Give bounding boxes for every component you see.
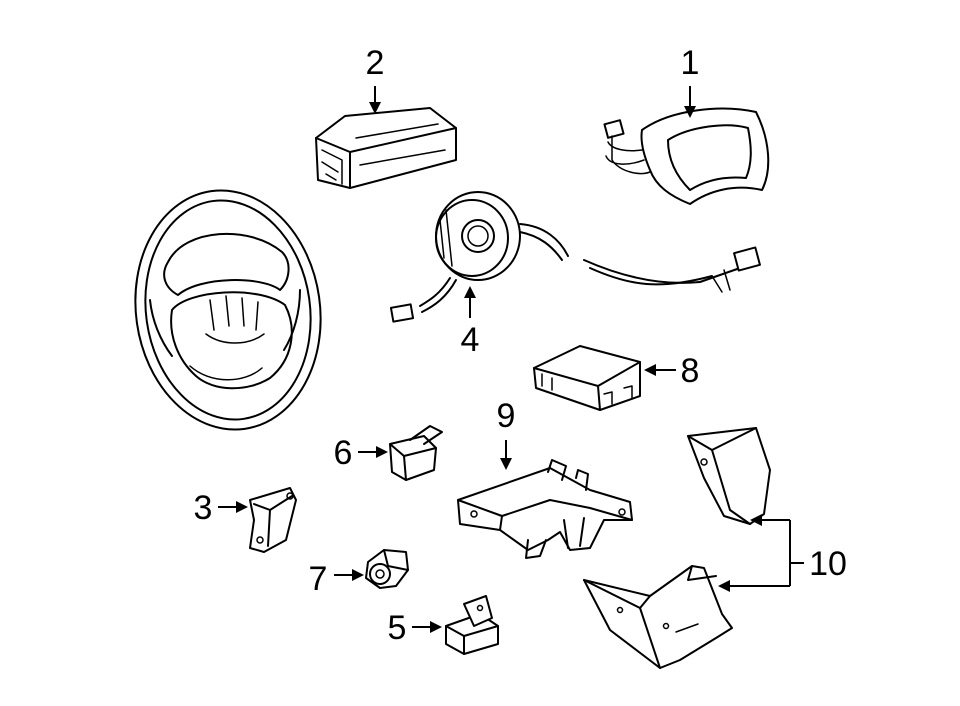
callout-labels: 1 2 3 4 5 6 7 8 9 10 (194, 44, 847, 647)
bracket-part-9 (457, 459, 633, 559)
callout-10: 10 (809, 545, 847, 583)
callout-7: 7 (309, 560, 328, 598)
callout-5: 5 (388, 609, 407, 647)
bracket-part-3 (249, 487, 297, 553)
airbag-module-part-2 (315, 107, 457, 189)
callout-8: 8 (681, 352, 700, 390)
callout-9: 9 (497, 397, 516, 435)
leader-lines (218, 86, 804, 633)
airbag-part-1 (603, 107, 770, 205)
callout-1: 1 (681, 44, 700, 82)
callout-3: 3 (194, 489, 213, 527)
trim-panel-lower-part-10 (583, 565, 733, 669)
trim-panel-upper-part-10 (687, 427, 771, 525)
clockspring-part-4 (389, 191, 761, 323)
sensor-part-6 (389, 425, 443, 481)
steering-wheel (134, 189, 322, 431)
callout-4: 4 (461, 321, 480, 359)
bracket-part-5 (445, 595, 499, 655)
control-module-part-8 (533, 345, 641, 411)
callout-6: 6 (334, 434, 353, 472)
sensor-part-7 (365, 549, 409, 589)
callout-2: 2 (366, 44, 385, 82)
